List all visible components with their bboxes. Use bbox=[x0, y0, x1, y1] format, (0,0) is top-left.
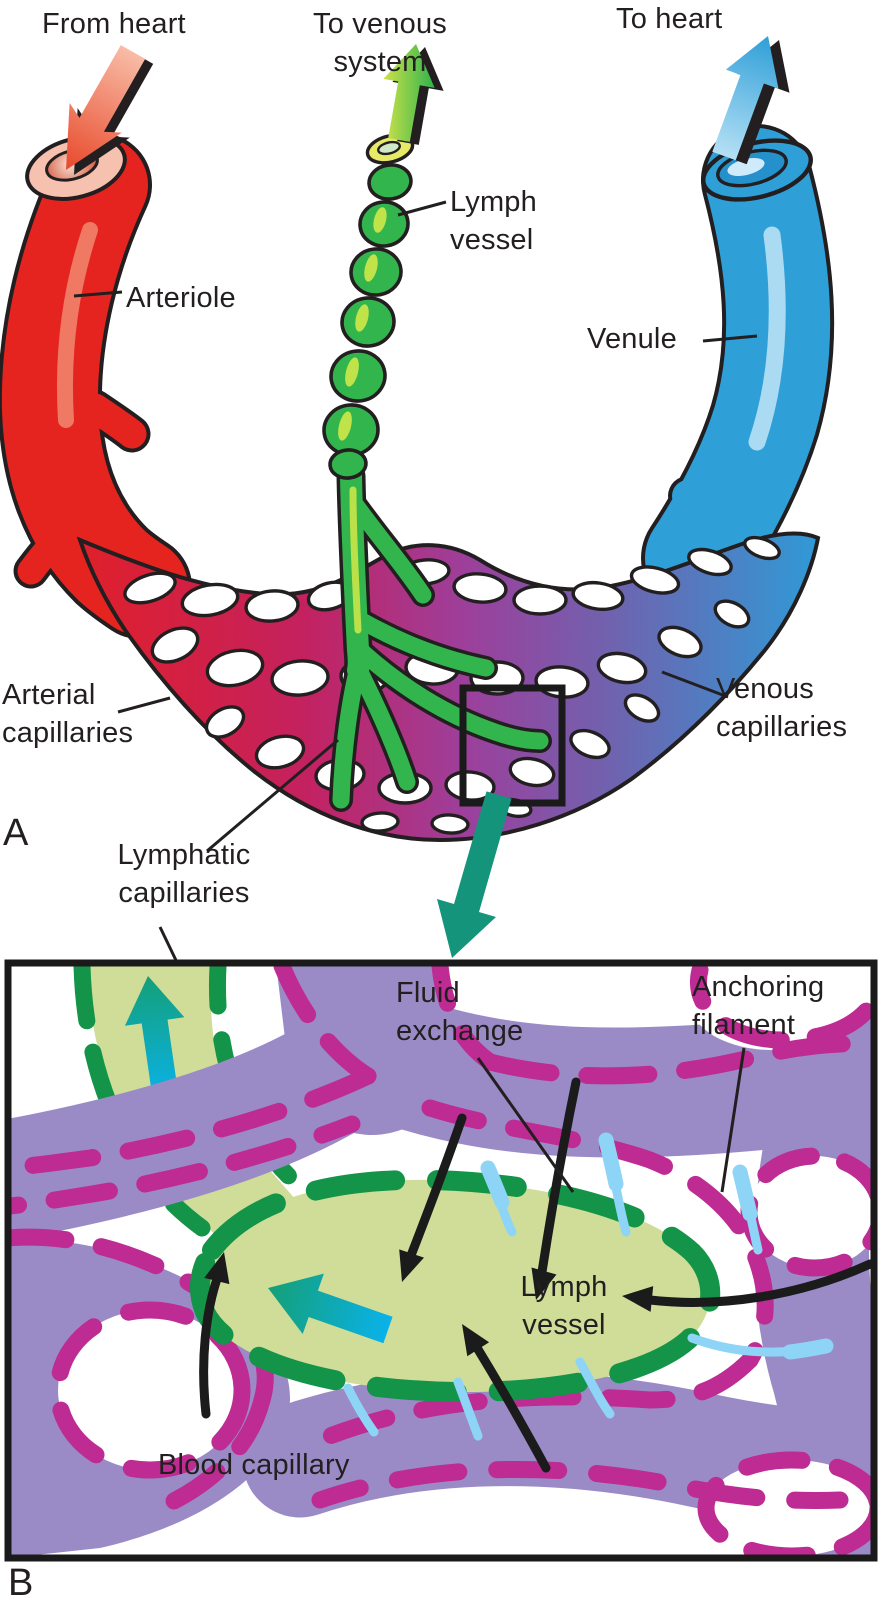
anchoring-filament-label: Anchoring filament bbox=[692, 971, 825, 1042]
arterial-capillaries-label: Arterial capillaries bbox=[2, 679, 134, 750]
panel-b-border bbox=[4, 959, 878, 1562]
panel-b-letter: B bbox=[8, 1562, 34, 1604]
to-venous-arrow bbox=[383, 44, 444, 145]
tissue-pockets bbox=[58, 966, 871, 1555]
fluid-flow-arrows bbox=[199, 1077, 871, 1473]
venule-vessel bbox=[641, 124, 835, 614]
arteriole-vessel bbox=[0, 133, 192, 639]
leader-lines-b bbox=[476, 1047, 746, 1193]
lymph-flow-arrow-left bbox=[268, 1273, 393, 1344]
fluid-exchange-label: Fluid exchange bbox=[396, 977, 524, 1048]
inset-box bbox=[459, 684, 566, 807]
lymph-flow-arrow-up bbox=[124, 976, 185, 1102]
to-venous-system-label: To venous system bbox=[313, 8, 447, 79]
panel-a-letter: A bbox=[3, 812, 29, 854]
from-heart-arrow bbox=[66, 45, 154, 175]
lymph-vessel-chain bbox=[322, 163, 413, 480]
leader-lines-a bbox=[73, 200, 758, 1003]
from-heart-label: From heart bbox=[42, 8, 186, 40]
to-heart-label: To heart bbox=[616, 3, 723, 35]
capillary-bed bbox=[76, 531, 821, 843]
panel-a-art bbox=[0, 36, 835, 1003]
venule-label: Venule bbox=[587, 323, 677, 355]
panel-b-art bbox=[4, 959, 878, 1562]
venous-capillaries-label: Venous capillaries bbox=[716, 673, 848, 744]
blood-capillary-label: Blood capillary bbox=[158, 1449, 350, 1481]
lymphatic-capillaries-branches bbox=[329, 461, 552, 812]
arteriole-label: Arteriole bbox=[126, 282, 236, 314]
fluid-flow-arrowheads bbox=[204, 1249, 654, 1357]
anchoring-filaments bbox=[343, 1132, 834, 1441]
bead-highlights bbox=[338, 207, 387, 441]
lymphatic-capillaries-label: Lymphatic capillaries bbox=[117, 839, 251, 910]
magnify-arrow bbox=[437, 791, 512, 958]
lymph-vessel-label-b: Lymph vessel bbox=[520, 1271, 608, 1342]
lymph-vessel-label-a: Lymph vessel bbox=[450, 186, 537, 257]
to-heart-arrow bbox=[712, 36, 790, 165]
